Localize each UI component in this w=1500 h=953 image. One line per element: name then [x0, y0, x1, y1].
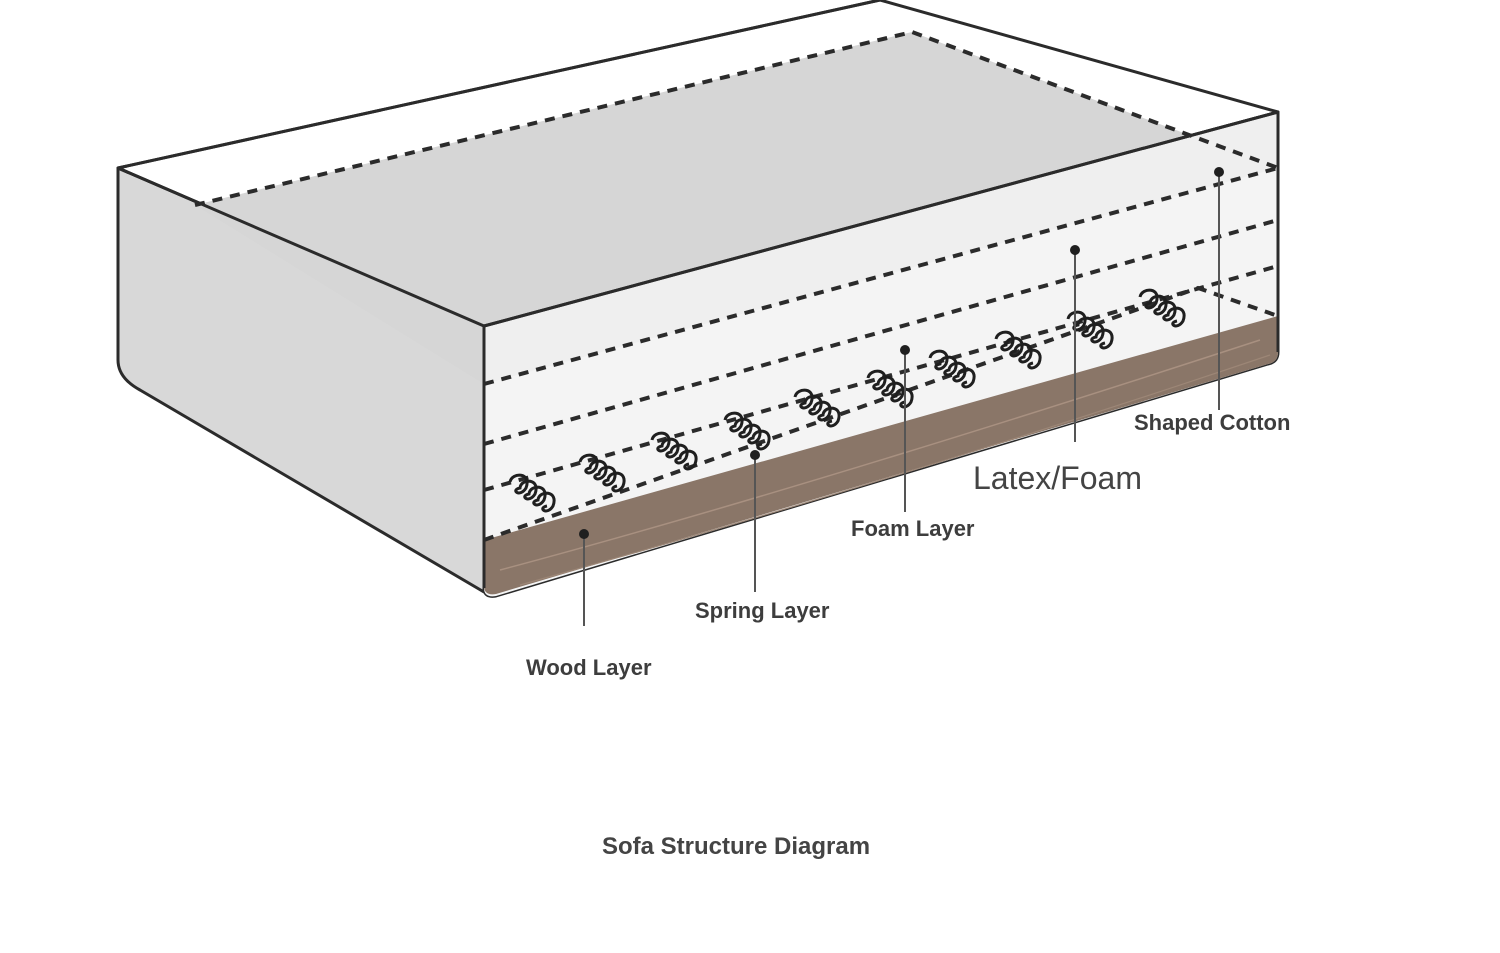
layer-boundary-1 — [483, 166, 1279, 386]
sofa-side-face — [116, 166, 486, 594]
coil-spring — [793, 388, 841, 428]
label-shaped-cotton: Shaped Cotton — [1134, 410, 1291, 435]
coil-spring — [994, 330, 1042, 370]
coil-spring — [1138, 288, 1186, 328]
coil-spring — [928, 349, 976, 389]
marker-dot-shaped-cotton — [1214, 167, 1224, 177]
wood-layer-band — [484, 316, 1278, 595]
label-latex-foam: Latex/Foam — [973, 460, 1142, 496]
coil-spring — [1066, 310, 1114, 350]
coil-spring — [650, 431, 698, 471]
springs-group — [508, 288, 1186, 513]
layer-boundary-2 — [483, 218, 1279, 446]
label-spring-layer: Spring Layer — [695, 598, 830, 623]
wood-grain — [519, 354, 1271, 586]
wood-grain — [499, 339, 1261, 571]
coil-spring — [508, 473, 556, 513]
diagram-caption: Sofa Structure Diagram — [602, 833, 871, 860]
marker-dot-spring-layer — [750, 450, 760, 460]
marker-dot-latex-foam — [1070, 245, 1080, 255]
coil-spring — [578, 453, 626, 493]
coil-spring — [723, 411, 771, 451]
marker-dot-foam-layer — [900, 345, 910, 355]
layer-boundary-top-back — [194, 29, 1279, 207]
layer-boundary-4 — [483, 285, 1279, 542]
sofa-outline — [117, 0, 1280, 588]
cushion-surface — [195, 32, 1278, 384]
label-foam-layer: Foam Layer — [851, 516, 975, 541]
coil-spring — [866, 369, 914, 409]
label-wood-layer: Wood Layer — [526, 655, 652, 680]
marker-dot-wood-layer — [579, 529, 589, 539]
